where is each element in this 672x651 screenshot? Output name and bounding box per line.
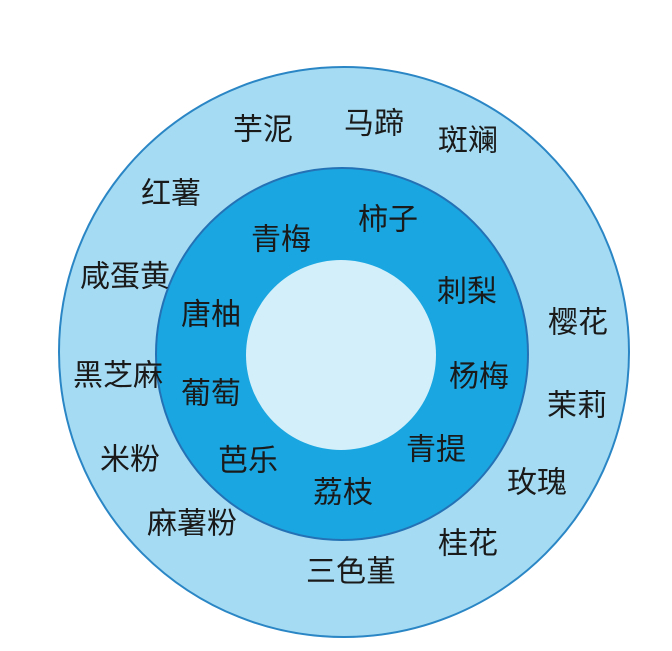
inner-ring-label: 杨梅 [449, 360, 509, 395]
inner-ring-label: 青梅 [251, 223, 311, 258]
outer-ring-label: 斑斓 [438, 124, 498, 159]
outer-ring-label: 黑芝麻 [73, 359, 163, 394]
outer-ring-label: 芋泥 [233, 113, 293, 148]
outer-ring-label: 咸蛋黄 [80, 260, 170, 295]
outer-ring-labels: 马蹄 斑斓 樱花 茉莉 玫瑰 桂花 三色堇 麻薯粉 米粉 黑芝麻 咸蛋黄 红薯 … [73, 107, 608, 590]
outer-ring-label: 樱花 [548, 306, 608, 341]
outer-ring-label: 米粉 [100, 443, 160, 478]
outer-ring-label: 红薯 [141, 177, 201, 212]
outer-ring-label: 麻薯粉 [147, 507, 237, 542]
outer-ring-label: 玫瑰 [507, 466, 567, 501]
center-disc [246, 260, 436, 450]
inner-ring-label: 刺梨 [437, 275, 497, 310]
inner-ring-label: 柿子 [358, 203, 418, 238]
inner-ring-label: 唐柚 [181, 298, 241, 333]
inner-ring-label: 芭乐 [218, 444, 278, 479]
outer-ring-label: 桂花 [438, 527, 498, 562]
inner-ring-label: 青提 [406, 433, 466, 468]
inner-ring-labels: 柿子 刺梨 杨梅 青提 荔枝 芭乐 葡萄 唐柚 青梅 [181, 203, 509, 511]
inner-ring-label: 荔枝 [313, 476, 373, 511]
outer-ring-label: 三色堇 [306, 555, 396, 590]
outer-ring-label: 马蹄 [344, 107, 404, 142]
outer-ring-label: 茉莉 [547, 389, 607, 424]
inner-ring-label: 葡萄 [181, 377, 241, 412]
